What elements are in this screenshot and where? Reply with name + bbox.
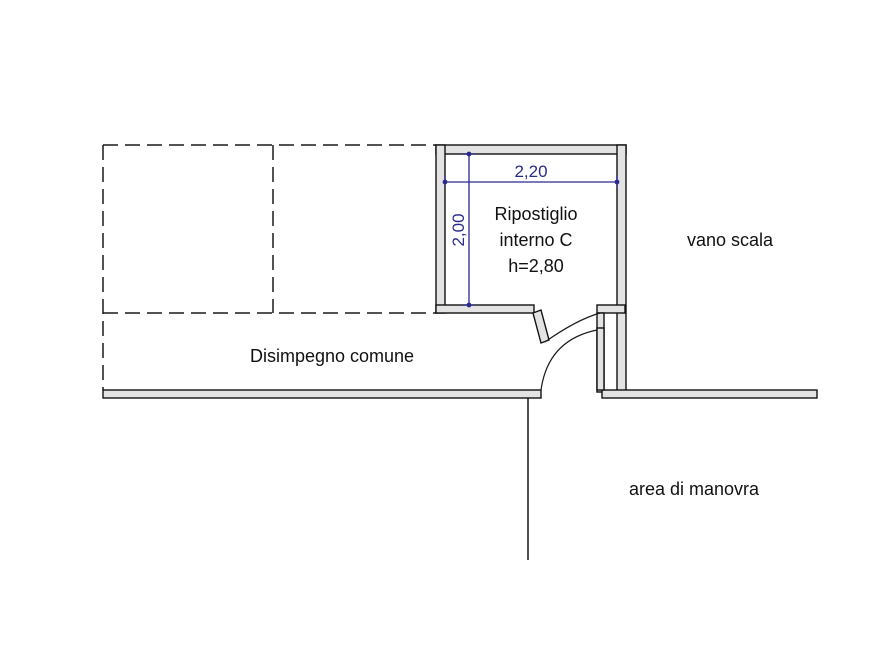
depth-dimension-label: 2,00 [449,213,468,246]
room-unit-label: interno C [499,230,572,250]
storage-door [532,309,601,344]
room-height-label: h=2,80 [508,256,564,276]
width-dimension-label: 2,20 [514,162,547,181]
adjacent-spaces-outline [102,144,436,390]
corridor-door [540,327,605,391]
corridor-wall [102,389,818,399]
stairwell-label: vano scala [687,230,774,250]
room-name-label: Ripostiglio [494,204,577,224]
depth-dimension: 2,00 [449,151,475,308]
corridor-label: Disimpegno comune [250,346,414,366]
width-dimension: 2,20 [442,162,620,188]
maneuver-area-label: area di manovra [629,479,760,499]
